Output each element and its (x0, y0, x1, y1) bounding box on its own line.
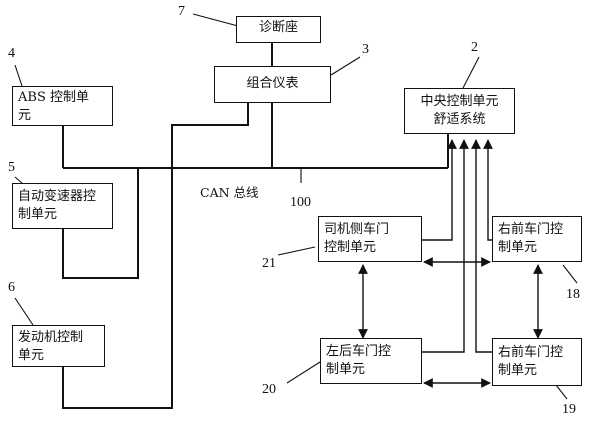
leader-18 (562, 264, 578, 284)
front-right-door-unit-label-1: 右前车门控 (498, 222, 564, 237)
bus-to-transmission-path (62, 168, 139, 279)
link-frontright-central (483, 139, 493, 241)
can-bus-label: CAN 总线 (200, 185, 259, 200)
abs-unit-ref: 4 (8, 46, 15, 61)
instrument-cluster-box: 组合仪表 (214, 66, 331, 103)
leader-7 (192, 13, 239, 27)
engine-unit-label-2: 单元 (18, 348, 45, 363)
leader-3 (330, 56, 361, 76)
leader-21 (277, 246, 316, 256)
transmission-unit-ref: 5 (8, 160, 15, 175)
central-unit-box: 中央控制单元 舒适系统 (404, 88, 515, 134)
engine-unit-ref: 6 (8, 280, 15, 295)
central-unit-label-1: 中央控制单元 (420, 94, 499, 109)
front-right-door-unit-label-2: 制单元 (498, 240, 538, 255)
rear-left-door-unit-ref: 20 (262, 382, 276, 397)
transmission-unit-label-1: 自动变速器控 (18, 189, 97, 204)
diagnostic-port-box: 诊断座 (236, 16, 321, 43)
abs-unit-box: ABS 控制单 元 (12, 86, 113, 126)
engine-unit-label-1: 发动机控制 (18, 330, 84, 345)
rear-left-door-unit-label-1: 左后车门控 (326, 344, 392, 359)
abs-unit-label-1: ABS 控制单 (18, 90, 89, 105)
leader-19 (555, 384, 568, 400)
engine-unit-box: 发动机控制 单元 (12, 325, 105, 367)
front-right-door-unit-ref: 18 (566, 287, 580, 302)
driver-door-unit-label-1: 司机侧车门 (324, 222, 390, 237)
abs-unit-label-2: 元 (18, 108, 32, 123)
driver-door-unit-label-2: 控制单元 (324, 240, 377, 255)
driver-door-unit-ref: 21 (262, 256, 276, 271)
link-rearleft-central (422, 139, 469, 353)
can-bus-ref: 100 (290, 195, 311, 210)
rear-left-door-unit-box: 左后车门控 制单元 (320, 338, 422, 384)
transmission-unit-box: 自动变速器控 制单元 (12, 183, 113, 229)
central-unit-ref: 2 (471, 40, 478, 55)
cluster-to-engine-path (62, 103, 249, 409)
rear-right-door-unit-ref: 19 (562, 402, 576, 417)
link-driver-central (422, 139, 457, 241)
leader-6 (14, 297, 34, 326)
rear-right-door-unit-label-2: 制单元 (498, 363, 538, 378)
diagnostic-port-label: 诊断座 (258, 20, 298, 35)
rear-right-door-unit-label-1: 右前车门控 (498, 345, 564, 360)
instrument-cluster-label: 组合仪表 (246, 76, 299, 91)
leader-20 (286, 361, 321, 384)
diagnostic-port-ref: 7 (178, 4, 185, 19)
instrument-cluster-ref: 3 (362, 42, 369, 57)
rear-left-door-unit-label-2: 制单元 (326, 362, 366, 377)
leader-5 (14, 176, 23, 184)
front-right-door-unit-box: 右前车门控 制单元 (492, 216, 582, 262)
central-unit-label-2: 舒适系统 (433, 112, 486, 127)
link-rearright-central (471, 139, 492, 353)
transmission-unit-label-2: 制单元 (18, 207, 58, 222)
driver-door-unit-box: 司机侧车门 控制单元 (318, 216, 422, 262)
leader-4 (14, 64, 23, 87)
rear-right-door-unit-box: 右前车门控 制单元 (492, 338, 582, 386)
leader-2 (462, 56, 480, 89)
